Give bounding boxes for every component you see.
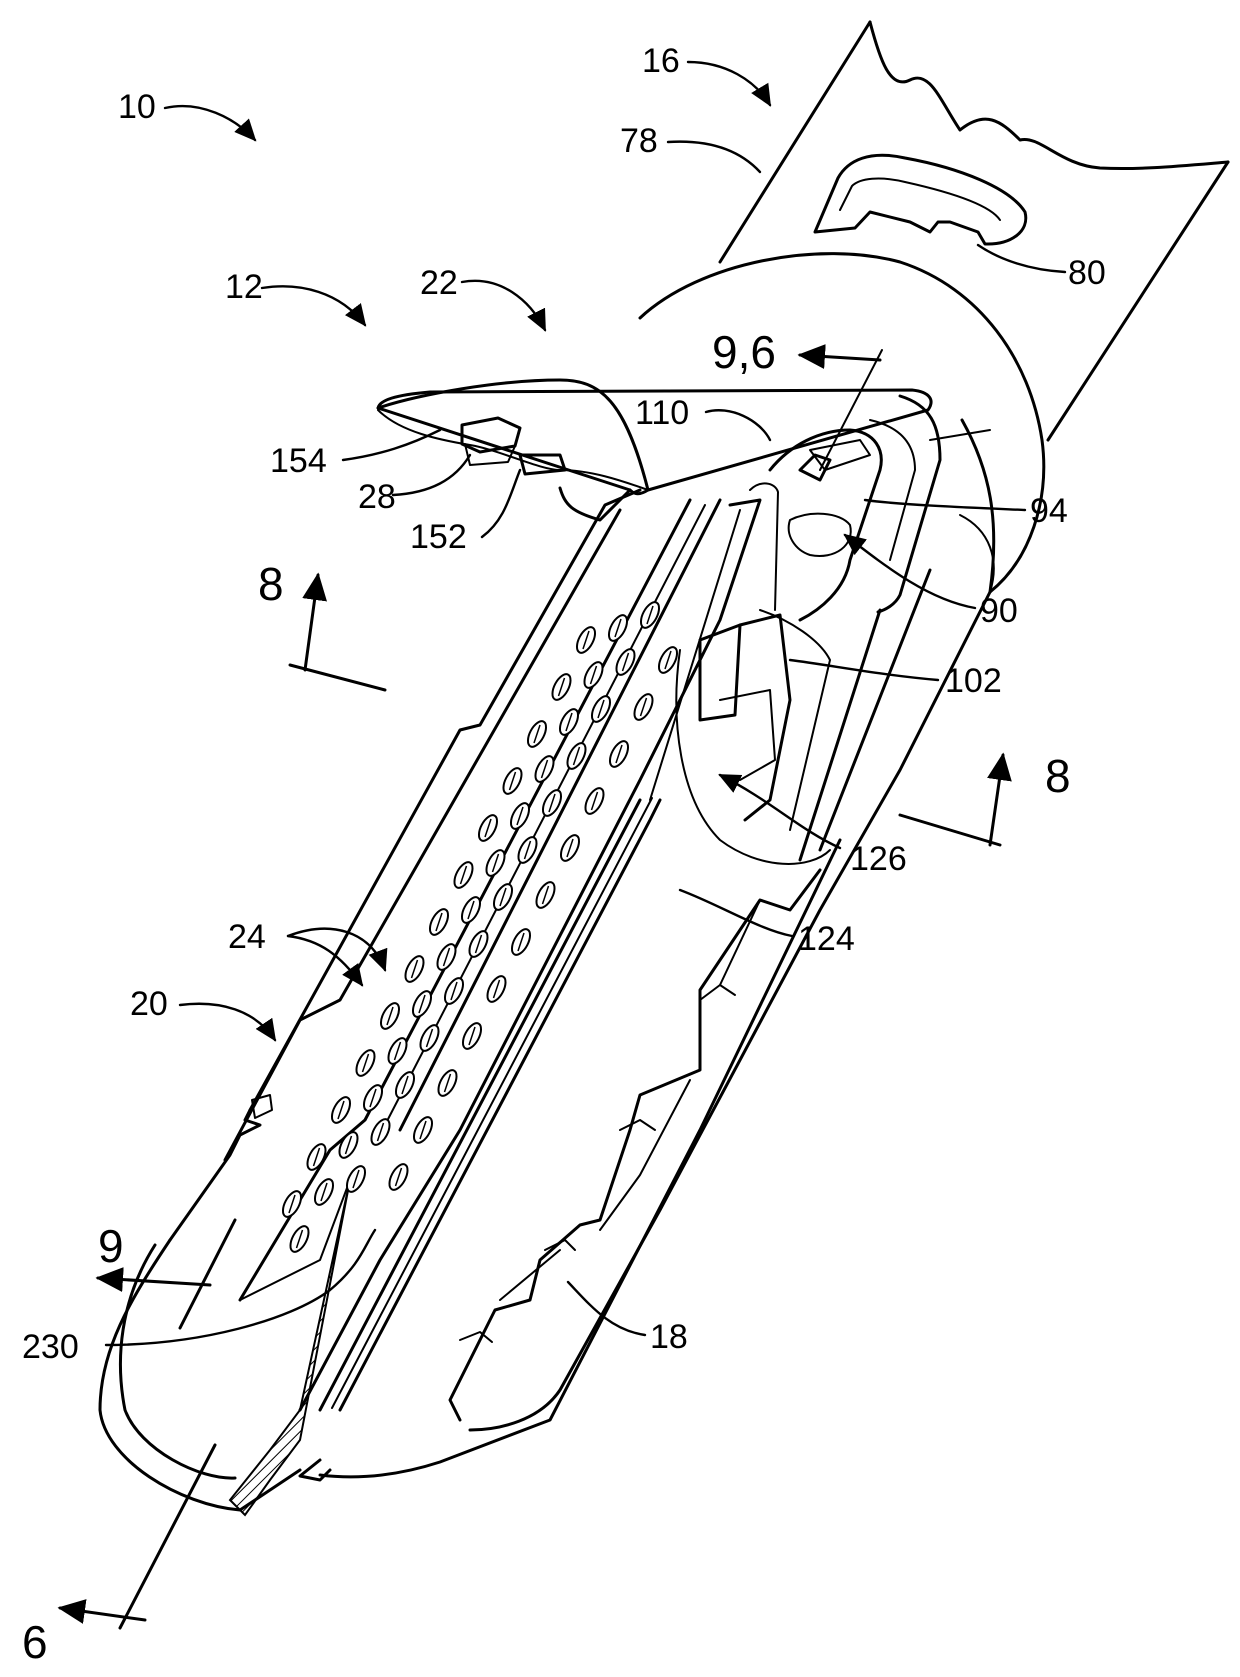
label-10: 10 [118,88,156,126]
label-9-6: 9,6 [712,326,776,378]
label-78: 78 [620,122,658,160]
label-28: 28 [358,478,396,516]
label-230: 230 [22,1328,79,1366]
label-154: 154 [270,442,327,480]
label-80: 80 [1068,254,1106,292]
label-152: 152 [410,518,467,556]
label-16: 16 [642,42,680,80]
shaft [720,22,1228,440]
label-110: 110 [635,394,689,432]
label-24: 24 [228,918,266,956]
label-12: 12 [225,268,263,306]
label-22: 22 [420,264,458,302]
label-8-right: 8 [1045,750,1071,802]
label-20: 20 [130,985,168,1023]
label-18: 18 [650,1318,688,1356]
label-6: 6 [22,1616,48,1668]
label-90: 90 [980,592,1018,630]
label-126: 126 [850,840,907,878]
label-8-left: 8 [258,558,284,610]
label-102: 102 [945,662,1002,700]
label-94: 94 [1030,492,1068,530]
label-124: 124 [798,920,855,958]
end-effector-body [378,254,1044,864]
staple-cartridge [100,490,990,1515]
label-9: 9 [98,1220,124,1272]
leader-lines [106,62,1065,1345]
